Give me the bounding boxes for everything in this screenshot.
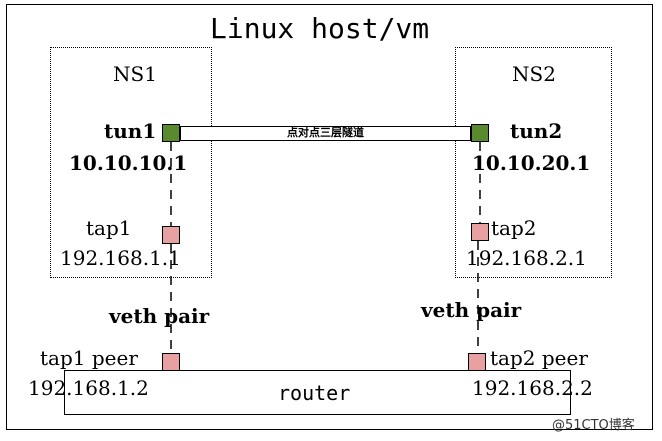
tap1-interface-node [162, 226, 180, 244]
router-box [64, 370, 571, 415]
tun1-interface-node [162, 124, 180, 142]
tun2-interface-node [471, 124, 489, 142]
tap2-label: tap2 [491, 216, 537, 240]
tap2-peer-label: tap2 peer [490, 346, 588, 370]
router-label: router [278, 381, 351, 405]
ns2-label: NS2 [512, 62, 556, 86]
tun1-ip: 10.10.10.1 [69, 151, 188, 175]
tap1-peer-ip: 192.168.1.2 [28, 376, 149, 400]
tap1-peer-label: tap1 peer [40, 346, 138, 370]
tap2-peer-ip: 192.168.2.2 [472, 376, 593, 400]
ns2-namespace-box [455, 47, 612, 278]
tunnel-bar: 点对点三层隧道 [180, 126, 471, 141]
tun2-ip: 10.10.20.1 [472, 151, 591, 175]
linux-host-frame [6, 4, 653, 430]
tap1-peer-interface-node [162, 353, 180, 371]
diagram-title: Linux host/vm [210, 12, 430, 45]
tap2-ip: 192.168.2.1 [466, 246, 587, 270]
tap1-label: tap1 [86, 216, 132, 240]
veth-pair-right-label: veth pair [421, 298, 522, 322]
tun1-label: tun1 [104, 119, 157, 143]
tun2-label: tun2 [510, 119, 563, 143]
veth-pair-left-label: veth pair [109, 304, 210, 328]
watermark-label: @51CTO博客 [552, 418, 635, 433]
tap2-interface-node [471, 223, 489, 241]
tap1-ip: 192.168.1.1 [60, 246, 181, 270]
tap2-peer-interface-node [468, 353, 486, 371]
ns1-namespace-box [50, 47, 212, 278]
ns1-label: NS1 [113, 62, 157, 86]
